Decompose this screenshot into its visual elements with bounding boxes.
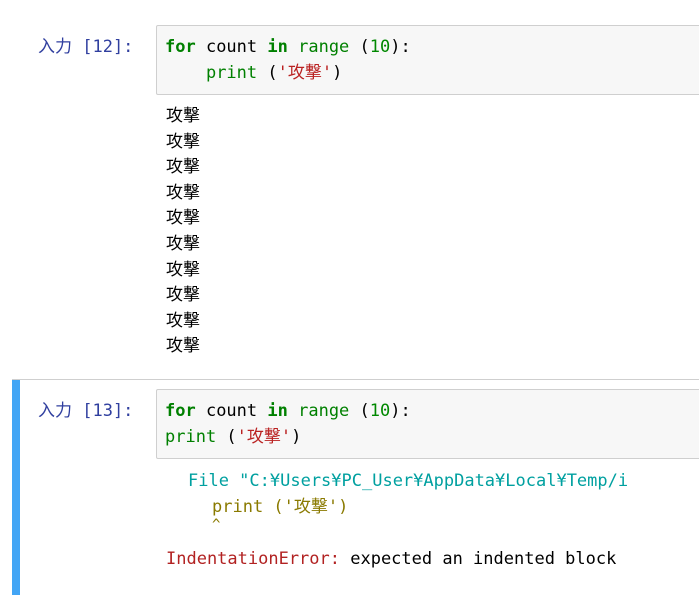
output-line: 攻撃: [166, 106, 200, 126]
space: [288, 37, 298, 57]
output-line: 攻撃: [166, 182, 200, 203]
code-editor[interactable]: for count in range (10): print ('攻撃'): [156, 25, 699, 95]
error-name: IndentationError:: [166, 549, 340, 569]
error-text: expected an indented block: [340, 549, 617, 569]
error-message: IndentationError: expected an indented b…: [166, 546, 616, 572]
string-literal: '攻撃': [236, 427, 292, 447]
builtin-print: print: [205, 63, 258, 83]
output-line: 攻撃: [166, 208, 200, 229]
code-line[interactable]: print ('攻撃'): [165, 60, 342, 86]
punctuation: ): [332, 63, 343, 83]
keyword-in: in: [267, 401, 288, 421]
output-line: 攻撃: [166, 259, 200, 280]
indent: [165, 63, 206, 83]
number-literal: 10: [369, 401, 391, 421]
punctuation: ): [291, 427, 302, 447]
keyword-in: in: [267, 37, 288, 57]
variable: count: [195, 37, 268, 57]
output-line: 攻撃: [166, 131, 200, 152]
code-line[interactable]: for count in range (10):: [165, 398, 411, 424]
cell-selected-indicator: [12, 380, 20, 595]
punctuation: (: [257, 63, 278, 83]
builtin-range: range: [298, 401, 350, 421]
traceback-file-line: File "C:¥Users¥PC_User¥AppData¥Local¥Tem…: [188, 471, 629, 491]
punctuation: (: [216, 427, 237, 447]
output-line: 攻撃: [166, 285, 200, 306]
cell-output: 攻撃 攻撃 攻撃 攻撃 攻撃 攻撃 攻撃 攻撃 攻撃 攻撃: [166, 104, 699, 360]
traceback-code-line: print ('攻撃'): [212, 497, 349, 517]
input-prompt: 入力 [12]:: [38, 37, 134, 57]
builtin-print: print: [165, 427, 217, 447]
output-line: 攻撃: [166, 157, 200, 178]
code-line[interactable]: print ('攻撃'): [165, 424, 301, 450]
punctuation: (: [349, 37, 370, 57]
space: [288, 401, 298, 421]
punctuation: ):: [390, 37, 411, 57]
code-line[interactable]: for count in range (10):: [165, 34, 411, 60]
notebook-cell-12[interactable]: 入力 [12]: for count in range (10): print …: [12, 0, 699, 374]
notebook-cell-13[interactable]: 入力 [13]: for count in range (10): print …: [12, 379, 699, 595]
builtin-range: range: [298, 37, 350, 57]
code-editor[interactable]: for count in range (10): print ('攻撃'): [156, 389, 699, 459]
punctuation: ):: [390, 401, 411, 421]
traceback-caret: ^: [212, 517, 221, 533]
variable: count: [195, 401, 268, 421]
number-literal: 10: [369, 37, 391, 57]
keyword-for: for: [165, 37, 196, 57]
output-line: 攻撃: [166, 310, 200, 331]
punctuation: (: [349, 401, 370, 421]
output-line: 攻撃: [166, 336, 200, 357]
keyword-for: for: [165, 401, 196, 421]
input-prompt: 入力 [13]:: [38, 401, 134, 421]
output-line: 攻撃: [166, 233, 200, 254]
string-literal: '攻撃': [277, 63, 333, 83]
